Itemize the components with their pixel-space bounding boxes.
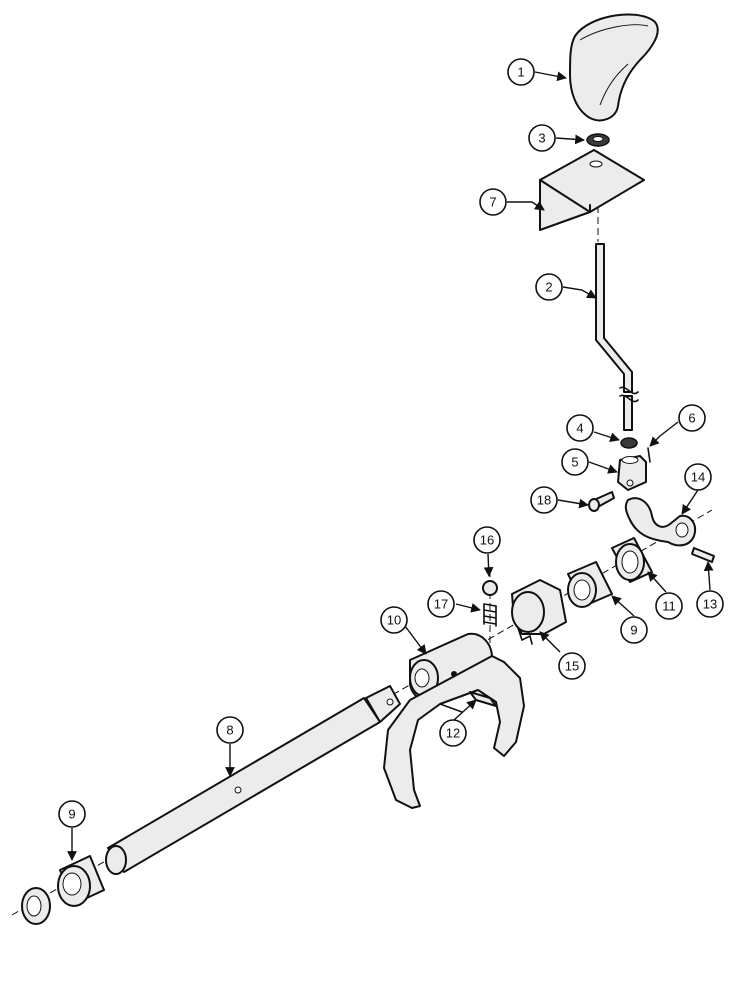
callout-2: 2 — [535, 273, 563, 301]
shaft-end-ring — [21, 887, 51, 925]
cover-bracket — [539, 149, 645, 231]
svg-text:9: 9 — [630, 623, 637, 638]
callout-7: 7 — [479, 188, 507, 216]
svg-text:6: 6 — [688, 411, 695, 426]
lever-washer — [620, 437, 638, 449]
callout-9-lower: 9 — [58, 800, 86, 828]
svg-text:9: 9 — [68, 807, 75, 822]
svg-text:13: 13 — [703, 597, 717, 612]
bushing-upper — [567, 561, 613, 608]
callout-13: 13 — [696, 590, 724, 618]
callout-8: 8 — [216, 716, 244, 744]
callout-5: 5 — [561, 448, 589, 476]
svg-text:2: 2 — [545, 280, 552, 295]
clamp-bolt — [588, 491, 615, 512]
svg-text:5: 5 — [571, 455, 578, 470]
shift-lever-rod — [595, 243, 639, 431]
shift-fork — [383, 632, 525, 809]
fork-key-pin — [469, 691, 497, 707]
leader-lines — [67, 71, 714, 861]
svg-text:4: 4 — [576, 421, 583, 436]
callout-15: 15 — [558, 652, 586, 680]
callout-14: 14 — [684, 463, 712, 491]
svg-text:11: 11 — [662, 599, 676, 614]
detent-ball — [482, 580, 498, 596]
callout-16: 16 — [473, 526, 501, 554]
svg-text:3: 3 — [538, 131, 545, 146]
roll-pin-small — [647, 447, 651, 463]
callout-4: 4 — [566, 414, 594, 442]
svg-text:1: 1 — [517, 65, 524, 80]
detent-spring — [483, 603, 497, 627]
svg-text:17: 17 — [434, 597, 448, 612]
collar-ring — [611, 537, 653, 583]
callout-17: 17 — [427, 590, 455, 618]
svg-text:14: 14 — [691, 470, 705, 485]
svg-text:8: 8 — [226, 723, 233, 738]
svg-text:10: 10 — [387, 613, 401, 628]
callout-11: 11 — [655, 592, 683, 620]
svg-text:15: 15 — [565, 659, 579, 674]
callout-6: 6 — [678, 404, 706, 432]
svg-text:7: 7 — [489, 195, 496, 210]
callout-3: 3 — [528, 124, 556, 152]
selector-shaft — [105, 685, 401, 875]
interlock-sleeve — [511, 579, 567, 645]
callout-1: 1 — [507, 58, 535, 86]
svg-text:18: 18 — [537, 493, 551, 508]
callout-10: 10 — [380, 606, 408, 634]
shift-knob — [569, 13, 659, 122]
svg-text:16: 16 — [480, 533, 494, 548]
lever-nut — [586, 133, 610, 147]
lever-clamp — [617, 455, 647, 491]
callout-12: 12 — [439, 719, 467, 747]
selector-arm — [624, 497, 696, 547]
svg-text:12: 12 — [446, 726, 460, 741]
callout-18: 18 — [530, 486, 558, 514]
selector-pin — [691, 547, 715, 563]
bushing-lower — [57, 855, 105, 907]
callout-9-upper: 9 — [620, 616, 648, 644]
